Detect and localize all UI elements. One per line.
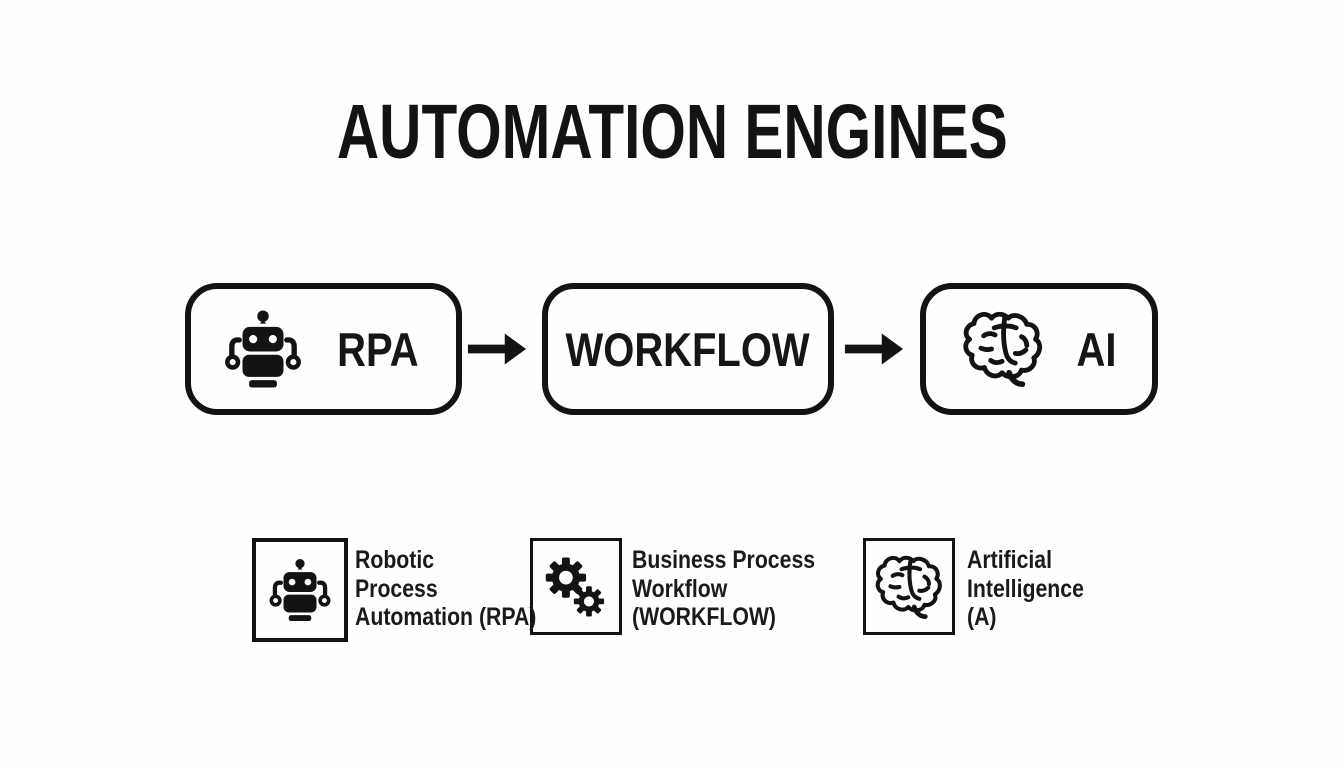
legend-icon-box-rpa — [252, 538, 348, 642]
flow-node-workflow-label: WORKFLOW — [565, 322, 811, 376]
legend-icon-box-ai — [863, 538, 955, 635]
legend-line: Business Process — [632, 546, 816, 574]
arrow-right-icon — [844, 333, 904, 365]
page-title-text: AUTOMATION ENGINES — [336, 89, 1008, 175]
legend-label-ai: Artificial Intelligence (A) — [967, 546, 1105, 632]
legend-icon-box-workflow — [530, 538, 622, 635]
legend-line: Intelligence — [967, 574, 1084, 603]
flow-node-ai: AI — [920, 283, 1158, 415]
arrow-right-icon — [467, 333, 527, 365]
legend-line: Robotic — [355, 546, 435, 574]
brain-icon — [959, 305, 1047, 393]
legend-line: Automation (RPA) — [355, 603, 537, 631]
legend-line: (A) — [967, 603, 997, 631]
legend-line: (WORKFLOW) — [632, 603, 776, 631]
flow-node-rpa: RPA — [185, 283, 462, 415]
legend-line: Artificial — [967, 546, 1053, 574]
robot-icon — [222, 305, 304, 393]
legend-label-rpa: Robotic Process Automation (RPA) — [355, 546, 568, 632]
flow-node-workflow: WORKFLOW — [542, 283, 834, 415]
robot-icon — [267, 553, 333, 627]
page-title: AUTOMATION ENGINES — [0, 94, 1344, 171]
brain-icon — [872, 550, 946, 624]
flow-node-rpa-label: RPA — [336, 322, 419, 376]
flow-node-ai-label: AI — [1076, 322, 1116, 376]
legend-line: Workflow — [632, 574, 728, 603]
legend-line: Process — [355, 574, 438, 603]
legend-label-workflow: Business Process Workflow (WORKFLOW) — [632, 546, 847, 632]
